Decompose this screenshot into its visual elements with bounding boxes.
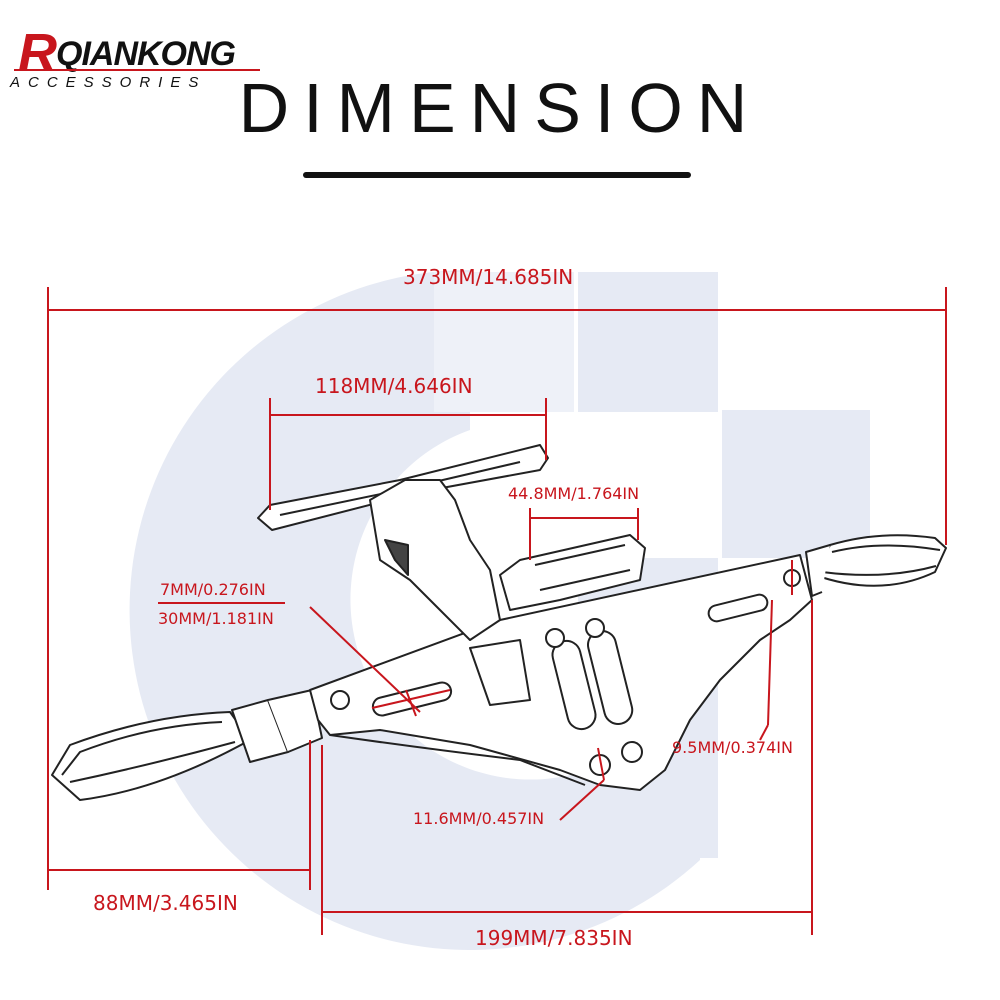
bracket-drawing: [51, 444, 947, 801]
dim-slot-width: 7MM/0.276IN: [160, 580, 266, 599]
clamp-block: [499, 534, 646, 611]
dim-mount-span: 199MM/7.835IN: [475, 926, 633, 950]
title-underline: [303, 172, 691, 178]
dim-hole-small: 9.5MM/0.374IN: [672, 738, 793, 757]
background-watermark: [129, 269, 870, 950]
brand-name: RQIANKONG: [18, 22, 236, 84]
brand-subtitle: ACCESSORIES: [10, 74, 207, 91]
left-turn-signal: [51, 689, 323, 801]
dimension-lines: [47, 287, 947, 935]
dim-clamp-width: 44.8MM/1.764IN: [508, 484, 640, 503]
dim-plate-width: 118MM/4.646IN: [315, 374, 473, 398]
dim-hole-large: 11.6MM/0.457IN: [413, 809, 545, 828]
brand-logo: RQIANKONG ACCESSORIES: [10, 22, 270, 102]
right-turn-signal: [805, 534, 947, 597]
brand-underline: [14, 69, 260, 71]
support-arm: [369, 479, 501, 641]
brand-name-rest: QIANKONG: [56, 35, 236, 73]
dim-overall-length: 373MM/14.685IN: [403, 265, 574, 289]
dim-left-offset: 88MM/3.465IN: [93, 891, 238, 915]
brand-initial: R: [18, 23, 57, 83]
page-title: DIMENSION: [238, 69, 762, 147]
dim-slot-length: 30MM/1.181IN: [158, 609, 274, 628]
